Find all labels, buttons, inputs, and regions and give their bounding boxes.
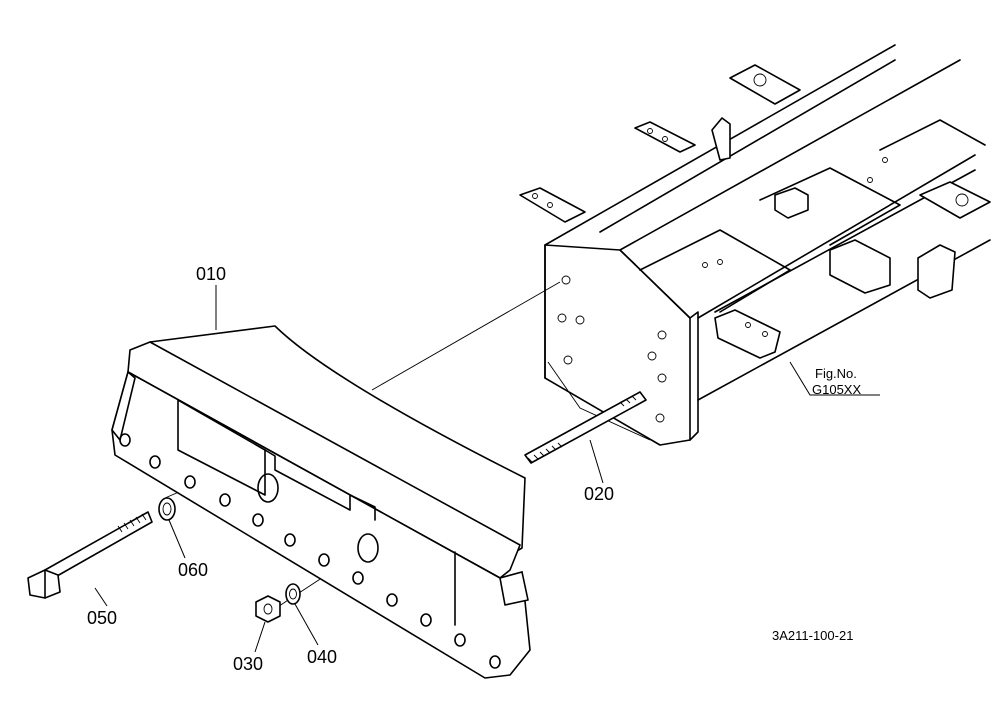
- nut-030: [255, 595, 281, 623]
- fig-label: Fig.No.: [815, 366, 857, 381]
- drawing-code: 3A211-100-21: [772, 628, 853, 643]
- hex-bolt-050: [27, 511, 153, 599]
- part-label-060: 060: [178, 560, 208, 580]
- spring-washer-040: [285, 583, 301, 605]
- part-label-010: 010: [196, 264, 226, 284]
- fig-number: G105XX: [812, 382, 861, 397]
- frame-bolt-holes: [557, 275, 667, 423]
- frame-brackets: [519, 64, 991, 359]
- part-label-030: 030: [233, 654, 263, 674]
- part-label-020: 020: [584, 484, 614, 504]
- leader-lines: [94, 285, 880, 653]
- part-label-050: 050: [87, 608, 117, 628]
- front-weight-bracket-010: [111, 325, 531, 679]
- spring-washer-060: [158, 497, 176, 521]
- tractor-frame: [519, 44, 991, 446]
- part-label-040: 040: [307, 647, 337, 667]
- bracket-bolt-holes: [119, 433, 501, 669]
- stud-bolt-020: [524, 391, 647, 464]
